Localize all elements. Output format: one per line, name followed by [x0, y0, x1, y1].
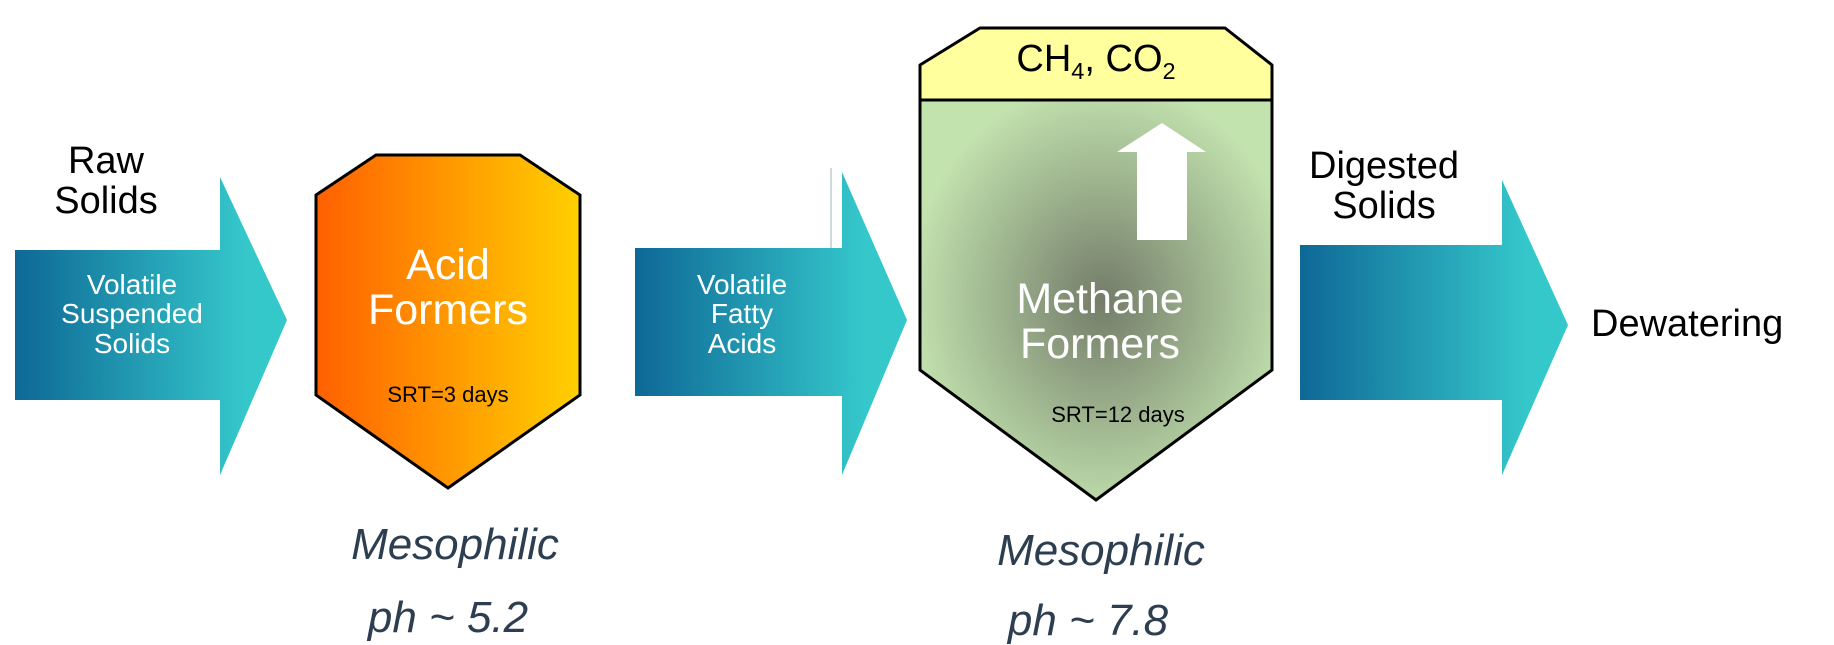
vss-line-1: Volatile: [86, 269, 178, 300]
methane-subscript: 4: [1071, 57, 1085, 84]
acid-formers-tank: [314, 153, 582, 490]
methane-title-line-2: Formers: [1019, 320, 1181, 369]
input-arrow: [15, 177, 287, 475]
intermediate-arrow: [635, 172, 907, 475]
acid-formers-title: Acid Formers: [367, 241, 529, 335]
methane-condition-label: Mesophilic: [997, 526, 1205, 575]
acid-condition-label: Mesophilic: [351, 520, 559, 569]
methane-ph-label: ph ~ 7.8: [1007, 596, 1169, 645]
methane-srt-label: SRT=12 days: [1051, 402, 1185, 427]
vss-line-2: Suspended: [61, 298, 203, 330]
vss-line-3: Solids: [93, 327, 171, 359]
methane-formers-title: Methane Formers: [1016, 275, 1184, 369]
vfa-line-2: Fatty: [710, 298, 774, 330]
biogas-label: CH4, CO2: [1016, 38, 1175, 83]
gas-rising-arrow: [1117, 123, 1206, 240]
output-arrow: [1300, 180, 1568, 475]
raw-solids-line-1: Raw: [67, 140, 145, 182]
acid-title-line-2: Formers: [367, 286, 529, 335]
methane-title-line-1: Methane: [1016, 275, 1184, 323]
dewatering-label: Dewatering: [1591, 303, 1784, 345]
vfa-line-3: Acids: [707, 327, 777, 359]
raw-solids-line-2: Solids: [54, 179, 158, 222]
digested-line-1: Digested: [1309, 145, 1459, 187]
digested-line-2: Solids: [1332, 184, 1436, 227]
methane-formula: CH: [1016, 38, 1072, 80]
acid-ph-label: ph ~ 5.2: [367, 593, 529, 642]
vfa-line-1: Volatile: [696, 269, 788, 300]
co2-subscript: 2: [1162, 57, 1176, 84]
acid-srt-label: SRT=3 days: [387, 382, 509, 407]
gas-separator-co: , CO: [1084, 38, 1163, 80]
digested-solids-label: Digested Solids: [1309, 145, 1459, 227]
volatile-suspended-solids-label: Volatile Suspended Solids: [61, 269, 203, 359]
volatile-fatty-acids-label: Volatile Fatty Acids: [696, 269, 788, 359]
acid-title-line-1: Acid: [406, 241, 490, 289]
raw-solids-label: Raw Solids: [54, 140, 158, 222]
